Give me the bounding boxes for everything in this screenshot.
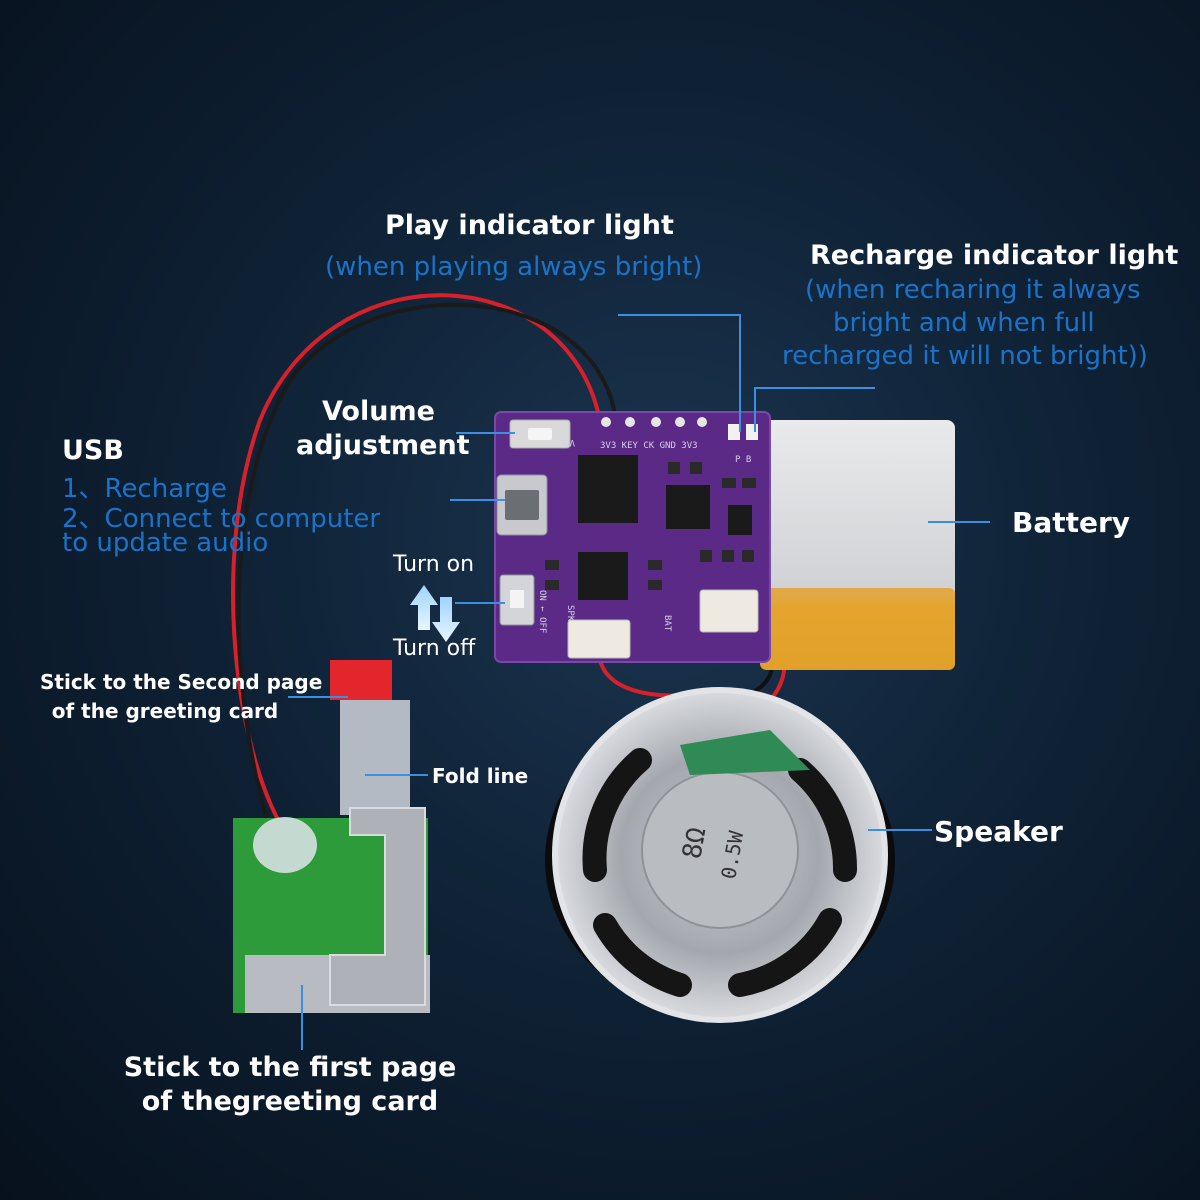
recharge-led <box>746 424 758 440</box>
pcb-spk-label: SPK <box>565 605 575 622</box>
turn-on-label: Turn on <box>393 552 475 577</box>
stick-first-page-line-2: of thegreeting card <box>141 1086 439 1117</box>
stick-first-page-line-1: Stick to the first page <box>123 1052 457 1083</box>
speaker-ohm-mark: 8Ω <box>677 825 712 861</box>
play-indicator-title: Play indicator light <box>385 210 674 241</box>
speaker-connector <box>567 619 631 659</box>
leader-recharge <box>754 387 875 432</box>
flash-chip <box>666 485 710 529</box>
speaker: 8Ω 0.5W <box>545 687 895 1023</box>
fold-line-label: Fold line <box>432 764 529 788</box>
pcb-onoff-label: ON ← OFF <box>537 590 547 633</box>
pcb-pin-labels: 3V3 KEY CK GND 3V3 <box>600 441 698 451</box>
usb-function-2: 2、Connect to computer <box>62 504 381 534</box>
battery-label: Battery <box>1012 506 1131 539</box>
volume-label-line-2: adjustment <box>296 430 470 461</box>
volume-label-line-1: Volume <box>322 396 435 427</box>
stick-second-page-line-1: Stick to the Second page <box>40 670 323 694</box>
speaker-label: Speaker <box>934 815 1063 848</box>
main-chip <box>578 455 638 523</box>
recharge-indicator-title: Recharge indicator light <box>810 240 1179 271</box>
pcb-bat-label: BAT <box>662 615 672 632</box>
leader-play <box>618 314 741 432</box>
pull-strip <box>330 660 410 815</box>
pcb-board: 3V3 KEY CK GND 3V3 P B VOL ON ← OFF SPK <box>494 411 771 663</box>
usb-function-1: 1、Recharge <box>62 474 227 504</box>
trigger-switch <box>233 807 430 1013</box>
on-off-arrows <box>410 585 460 642</box>
recharge-indicator-subtitle-2: bright and when full <box>833 308 1095 338</box>
usb-function-3: to update audio <box>62 528 269 558</box>
wires <box>231 293 787 842</box>
play-indicator-subtitle: (when playing always bright) <box>325 252 703 282</box>
amp-chip <box>578 552 628 600</box>
recharge-indicator-subtitle-3: recharged it will not bright)) <box>782 341 1148 371</box>
recharge-indicator-subtitle-1: (when recharing it always <box>805 275 1141 305</box>
leader-lines <box>288 314 990 1050</box>
pcb-vol-label: VOL <box>559 437 575 447</box>
turn-off-label: Turn off <box>393 636 476 661</box>
usb-title: USB <box>62 435 124 466</box>
play-led <box>728 424 740 440</box>
pcb-pb-label: P B <box>735 455 751 465</box>
stick-second-page-line-2: of the greeting card <box>51 699 279 723</box>
battery-connector <box>699 589 759 633</box>
battery <box>760 420 955 670</box>
